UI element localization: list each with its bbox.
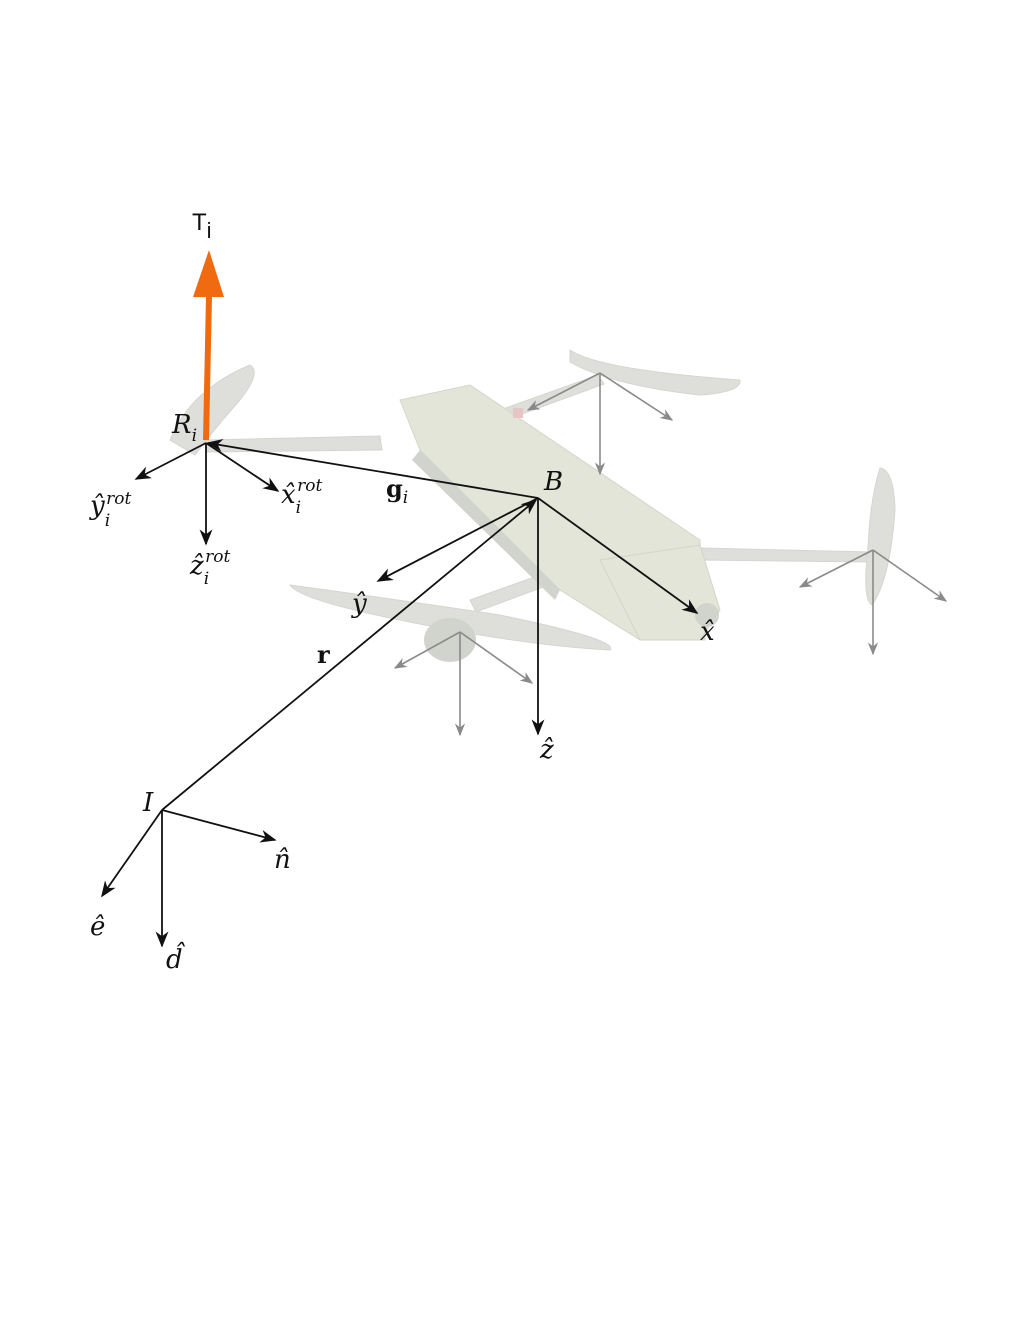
- thrust-label: Ti: [192, 209, 212, 243]
- north-axis: [161, 809, 277, 843]
- drone-red-led: [513, 408, 523, 418]
- north-label: n̂: [274, 845, 291, 875]
- east-label: ê: [90, 912, 105, 942]
- body-y-label: ŷ: [351, 589, 367, 619]
- rotor-axes-back: [526, 372, 674, 476]
- rotor-z-label: ẑirot: [189, 547, 231, 589]
- position-vector: [161, 498, 538, 811]
- drone-image: [169, 349, 896, 662]
- rotor-axes-right: [798, 549, 948, 656]
- drone-arm-left: [204, 435, 383, 453]
- drone-arm-front: [469, 574, 547, 613]
- position-vector-label: r: [317, 640, 330, 669]
- rotor-y-axis: [134, 442, 207, 480]
- rotor-y-label: ŷirot: [89, 489, 132, 531]
- east-axis: [101, 809, 163, 898]
- propeller-left: [169, 364, 255, 456]
- faded-rotor-axes: [393, 372, 948, 737]
- rotor-x-label: x̂irot: [281, 476, 322, 518]
- down-label: d̂: [166, 941, 186, 975]
- propeller-front: [288, 584, 612, 651]
- body-origin-label: B: [543, 467, 563, 497]
- body-x-axis: [537, 497, 699, 614]
- rotor-frame-axes: [134, 442, 280, 546]
- thrust-arrow: [193, 250, 224, 441]
- inertial-origin-label: I: [142, 788, 154, 818]
- drone-camera-lens: [695, 603, 719, 627]
- body-x-label: x̂: [700, 617, 715, 647]
- drone-arm-right: [699, 547, 873, 563]
- body-z-label: ẑ: [539, 735, 554, 765]
- rotor-axes-front: [393, 631, 534, 737]
- inertial-frame-axes: [101, 809, 277, 948]
- propeller-back: [569, 349, 741, 396]
- motor-front: [424, 618, 476, 662]
- body-frame-axes: [376, 497, 699, 736]
- body-y-axis: [376, 497, 539, 582]
- propeller-right: [865, 467, 896, 606]
- g-vector: [206, 439, 539, 499]
- g-vector-label: gi: [386, 474, 408, 508]
- rotor-point-label: Ri: [171, 410, 197, 446]
